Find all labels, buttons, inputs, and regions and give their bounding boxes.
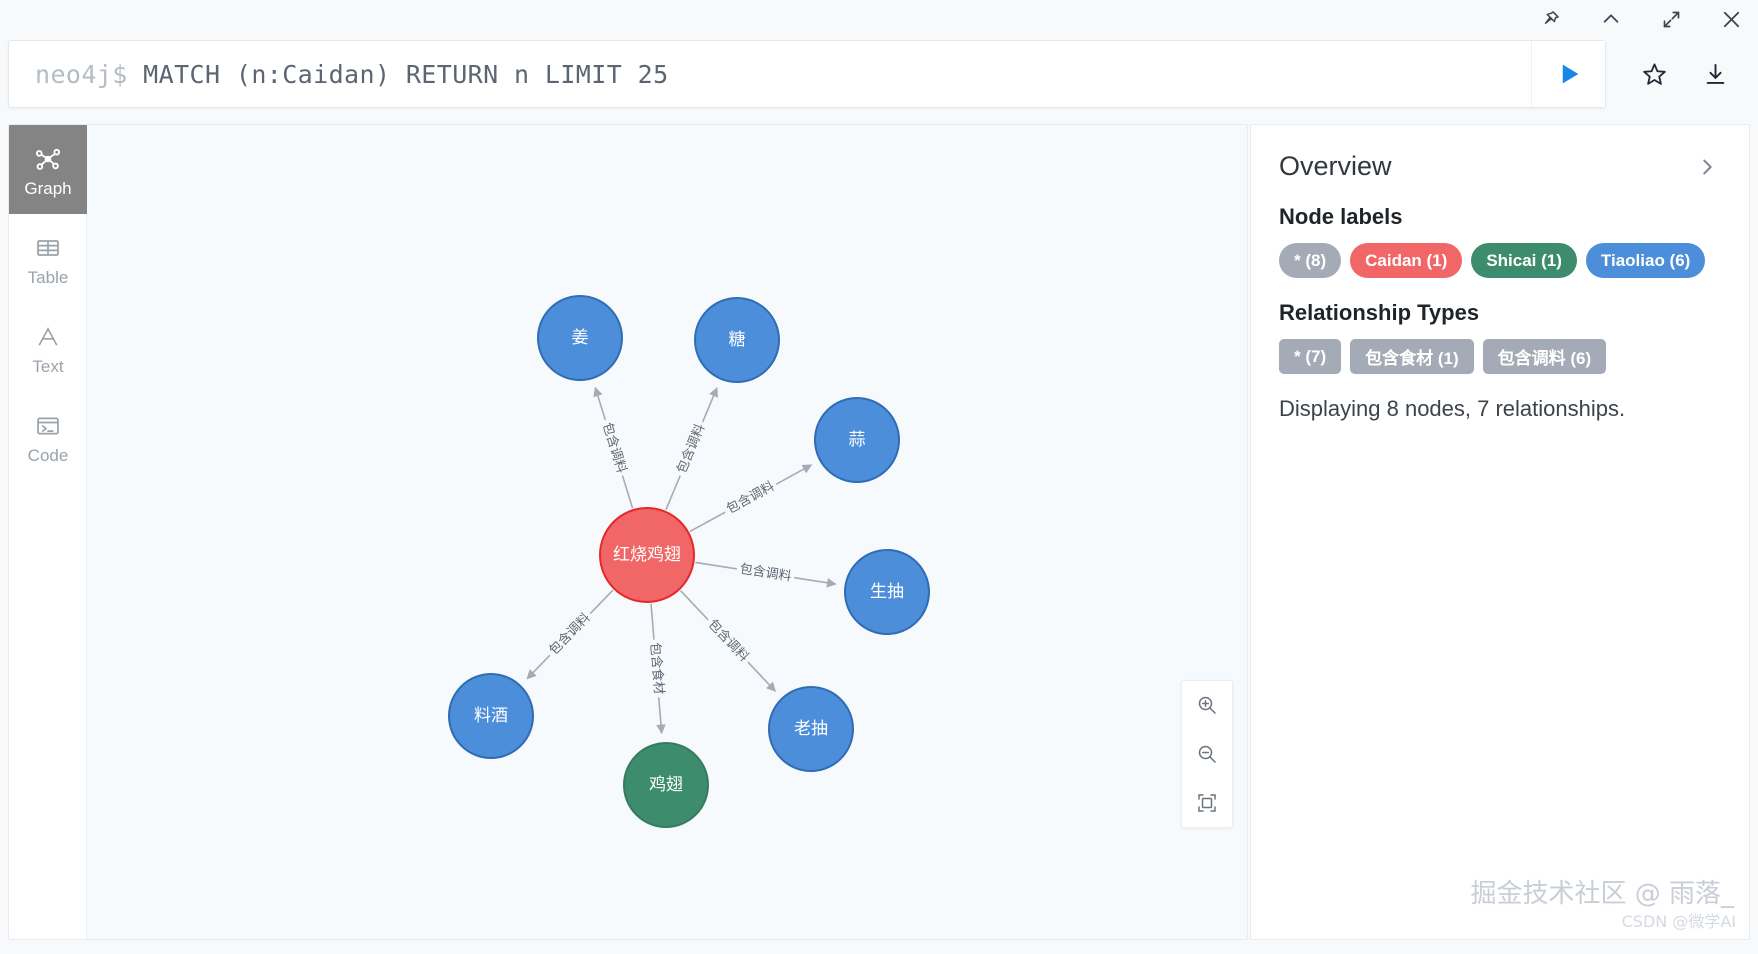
sidebar-item-code-label: Code	[27, 445, 69, 465]
query-prompt: neo4j$	[35, 59, 128, 89]
graph-node[interactable]: 姜	[537, 295, 623, 381]
graph-svg[interactable]: 包含调料包含调料包含调料包含调料包含调料包含食材包含调料 红烧鸡翅姜糖蒜生抽老抽…	[87, 125, 1248, 940]
download-icon[interactable]	[1699, 57, 1733, 91]
node-layer[interactable]: 红烧鸡翅 姜糖蒜生抽老抽鸡翅 料酒	[448, 295, 930, 828]
graph-node-circle[interactable]	[448, 673, 534, 759]
chevron-right-icon[interactable]	[1693, 153, 1721, 181]
relationship-type-chip-0[interactable]: * (7)	[1279, 339, 1342, 374]
close-icon[interactable]	[1718, 6, 1744, 32]
node-label-chip-2[interactable]: Shicai (1)	[1471, 243, 1577, 278]
graph-edge-label-backdrop	[702, 614, 754, 668]
graph-node-circle[interactable]	[599, 507, 695, 603]
overview-panel: Overview Node labels * (8)Caidan (1)Shic…	[1250, 124, 1750, 940]
overview-title: Overview	[1279, 151, 1392, 181]
relationship-type-chip-1[interactable]: 包含食材 (1)	[1350, 339, 1474, 374]
view-switcher-sidebar: Graph Table	[9, 125, 87, 939]
result-summary: Displaying 8 nodes, 7 relationships.	[1279, 396, 1626, 421]
zoom-controls	[1181, 680, 1233, 828]
node-label-chip-0[interactable]: * (8)	[1279, 243, 1342, 278]
graph-node[interactable]: 料酒	[448, 673, 534, 759]
relationship-types-title: Relationship Types	[1279, 300, 1480, 325]
graph-visualization-canvas[interactable]: 包含调料包含调料包含调料包含调料包含调料包含食材包含调料 红烧鸡翅姜糖蒜生抽老抽…	[87, 125, 1248, 940]
graph-edge-label-backdrop	[646, 638, 667, 699]
node-label-chip-1[interactable]: Caidan (1)	[1350, 243, 1463, 278]
sidebar-item-table[interactable]: Table	[9, 214, 87, 303]
query-text: MATCH (n:Caidan) RETURN n LIMIT 25	[143, 59, 669, 89]
graph-node[interactable]: 鸡翅	[623, 742, 709, 828]
sidebar-item-text[interactable]: Text	[9, 303, 87, 392]
zoom-out-button[interactable]	[1186, 733, 1228, 775]
graph-node-circle[interactable]	[694, 297, 780, 383]
graph-node-circle[interactable]	[623, 742, 709, 828]
sidebar-item-table-label: Table	[27, 267, 69, 287]
graph-node-circle[interactable]	[844, 549, 930, 635]
code-icon	[32, 410, 64, 442]
graph-edge-label-backdrop	[735, 560, 796, 586]
graph-edge-label-backdrop	[544, 608, 596, 661]
sidebar-item-code[interactable]: Code	[9, 392, 87, 481]
relationship-type-chip-row: * (7)包含食材 (1)包含调料 (6)	[1279, 339, 1721, 374]
graph-edge-label-backdrop	[672, 419, 710, 479]
sidebar-item-text-label: Text	[32, 356, 64, 376]
graph-node[interactable]: 生抽	[844, 549, 930, 635]
editor-tools	[1612, 40, 1758, 108]
sidebar-item-graph-label: Graph	[24, 178, 72, 198]
graph-icon	[32, 143, 64, 175]
graph-node[interactable]: 红烧鸡翅	[599, 507, 695, 603]
collapse-icon[interactable]	[1598, 6, 1624, 32]
run-query-button[interactable]	[1531, 41, 1605, 107]
overview-header: Overview	[1279, 151, 1721, 182]
graph-edge-label-backdrop	[721, 477, 780, 520]
graph-node[interactable]: 蒜	[814, 397, 900, 483]
expand-icon[interactable]	[1658, 6, 1684, 32]
graph-node[interactable]: 老抽	[768, 686, 854, 772]
table-icon	[32, 232, 64, 264]
query-input[interactable]: neo4j$ MATCH (n:Caidan) RETURN n LIMIT 2…	[9, 60, 1531, 89]
graph-node-circle[interactable]	[537, 295, 623, 381]
zoom-fit-button[interactable]	[1186, 782, 1228, 824]
graph-edge-label-backdrop	[597, 417, 631, 479]
graph-node[interactable]: 糖	[694, 297, 780, 383]
zoom-in-button[interactable]	[1186, 684, 1228, 726]
text-icon	[32, 321, 64, 353]
node-label-chip-row: * (8)Caidan (1)Shicai (1)Tiaoliao (6)	[1279, 243, 1721, 278]
favorite-star-icon[interactable]	[1638, 57, 1672, 91]
graph-node-circle[interactable]	[768, 686, 854, 772]
query-editor[interactable]: neo4j$ MATCH (n:Caidan) RETURN n LIMIT 2…	[8, 40, 1606, 108]
sidebar-item-graph[interactable]: Graph	[9, 125, 87, 214]
relationship-type-chip-2[interactable]: 包含调料 (6)	[1482, 339, 1607, 374]
node-labels-title: Node labels	[1279, 204, 1403, 229]
node-label-chip-3[interactable]: Tiaoliao (6)	[1585, 243, 1706, 278]
graph-node-circle[interactable]	[814, 397, 900, 483]
result-frame: Graph Table	[8, 124, 1248, 940]
pin-icon[interactable]	[1538, 6, 1564, 32]
window-controls-bar	[0, 0, 1758, 38]
